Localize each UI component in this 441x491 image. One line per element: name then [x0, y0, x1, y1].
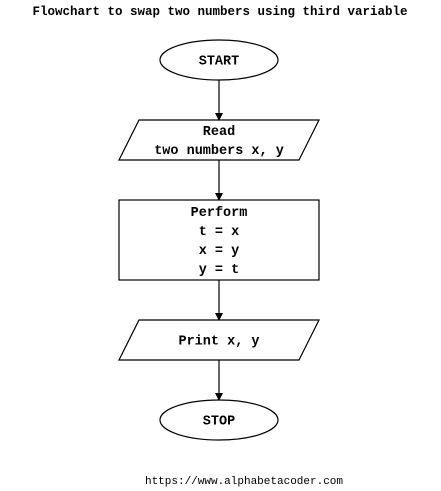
read-node-line-2: two numbers x, y	[154, 144, 284, 159]
start-node-label: START	[199, 55, 240, 70]
diagram-title: Flowchart to swap two numbers using thir…	[32, 5, 407, 19]
read-node-line-1: Read	[203, 125, 235, 140]
perform-node-line-1: Perform	[191, 206, 248, 221]
print-node: Print x, y	[118, 319, 320, 361]
stop-node-label: STOP	[203, 415, 235, 430]
perform-node-line-4: y = t	[199, 263, 240, 278]
start-node: START	[159, 39, 279, 81]
footer-url: https://www.alphabetacoder.com	[145, 476, 343, 488]
perform-node: Perform t = x x = y y = t	[118, 199, 320, 281]
stop-node: STOP	[159, 399, 279, 441]
perform-node-line-3: x = y	[199, 244, 240, 259]
print-node-label: Print x, y	[178, 335, 259, 350]
perform-node-line-2: t = x	[199, 225, 240, 240]
read-node: Read two numbers x, y	[118, 119, 320, 161]
